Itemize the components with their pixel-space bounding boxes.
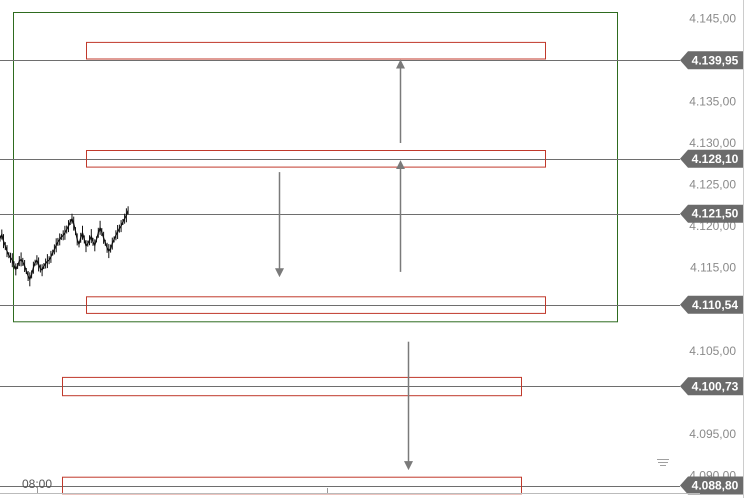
price-tag-label: 4.128,10 [692, 152, 739, 166]
y-tick-label: 4.125,00 [689, 178, 736, 192]
y-tick-label: 4.145,00 [689, 11, 736, 25]
price-tag-background [680, 149, 743, 168]
price-tag: 4.121,50 [680, 204, 743, 223]
price-tag: 4.088,80 [680, 476, 743, 495]
range-box-layer [13, 12, 618, 323]
menu-lines-icon[interactable] [655, 456, 671, 468]
x-tick-label: 08:00 [22, 477, 52, 491]
target-zone [62, 476, 522, 495]
y-axis-tick-labels: 4.145,00 4.135,00 4.130,00 4.125,00 4.12… [689, 11, 736, 482]
price-tag: 4.100,73 [680, 377, 743, 396]
y-tick-label: 4.115,00 [690, 261, 736, 275]
price-tags-layer: 4.139,95 4.128,10 4.121,50 4.110,54 4.100,73… [680, 51, 743, 495]
target-zone [86, 41, 546, 60]
price-tag-label: 4.100,73 [692, 379, 739, 393]
zones-layer [62, 41, 546, 495]
y-tick-label: 4.105,00 [689, 344, 736, 358]
range-box [13, 12, 618, 323]
price-tag-background [680, 295, 743, 314]
price-tag-label: 4.088,80 [692, 479, 739, 493]
price-tag-background [680, 377, 743, 396]
price-tag-label: 4.110,54 [692, 298, 738, 312]
y-tick-label: 4.130,00 [689, 136, 736, 150]
price-tag: 4.110,54 [680, 295, 743, 314]
target-zone [86, 150, 546, 168]
y-tick-label: 4.095,00 [689, 427, 736, 441]
price-tag: 4.139,95 [680, 51, 743, 70]
price-tag: 4.128,10 [680, 149, 743, 168]
y-tick-label: 4.135,00 [689, 94, 736, 108]
target-zone [62, 376, 522, 397]
price-tag-background [680, 476, 743, 495]
arrows-layer [275, 59, 413, 471]
price-tag-background [680, 204, 743, 223]
price-series-layer [0, 206, 129, 287]
price-tag-background [680, 51, 743, 70]
price-tag-label: 4.121,50 [692, 207, 739, 221]
target-zone [86, 296, 546, 314]
level-lines-layer [0, 60, 680, 487]
price-tag-label: 4.139,95 [692, 53, 739, 67]
